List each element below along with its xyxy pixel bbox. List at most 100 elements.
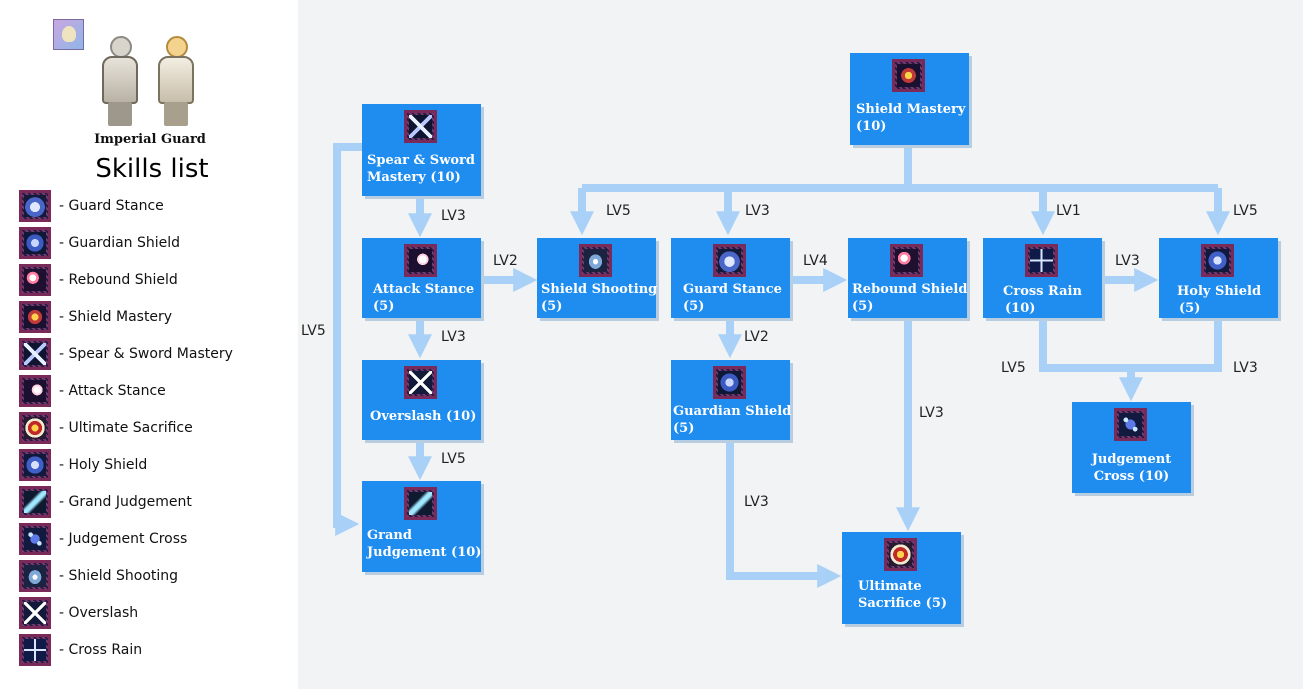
ultimate-sacrifice-icon: [884, 538, 917, 571]
class-emblem-icon: [53, 19, 84, 50]
guard-stance-icon: [713, 244, 746, 277]
connector-mastery-bus: [582, 145, 1218, 192]
level-label: LV3: [441, 329, 466, 345]
rebound-shield-icon: [19, 264, 51, 296]
node-spear-sword-mastery: Spear & Sword Mastery (10): [362, 104, 481, 196]
node-title-line2: Sacrifice (5): [858, 596, 948, 611]
node-title-line2: (5): [1179, 301, 1201, 316]
node-title-line2: Cross (10): [1093, 469, 1170, 484]
level-label: LV5: [441, 451, 466, 467]
overslash-icon: [404, 366, 437, 399]
legend-label: - Rebound Shield: [59, 272, 178, 288]
node-shield-mastery: Shield Mastery (10): [850, 53, 969, 145]
legend-item-rebound-shield: - Rebound Shield: [19, 264, 289, 296]
node-holy-shield: Holy Shield (5): [1159, 238, 1278, 318]
legend-item-shield-mastery: - Shield Mastery: [19, 301, 289, 333]
node-title-line1: Judgement: [1091, 452, 1172, 467]
legend-item-shield-shooting: - Shield Shooting: [19, 560, 289, 592]
ultimate-sacrifice-icon: [19, 412, 51, 444]
holy-shield-icon: [1201, 244, 1234, 277]
legend-label: - Spear & Sword Mastery: [59, 346, 233, 362]
legend-item-holy-shield: - Holy Shield: [19, 449, 289, 481]
shield-shooting-icon: [579, 244, 612, 277]
node-title-line1: Cross Rain: [1003, 284, 1082, 299]
node-attack-stance: Attack Stance (5): [362, 238, 481, 318]
spear-sword-mastery-icon: [19, 338, 51, 370]
level-label: LV5: [606, 203, 631, 219]
node-guard-stance: Guard Stance (5): [671, 238, 790, 318]
cross-rain-icon: [1025, 244, 1058, 277]
grand-judgement-icon: [404, 487, 437, 520]
guardian-shield-icon: [19, 227, 51, 259]
level-label: LV2: [493, 253, 518, 269]
node-title-line1: Overslash (10): [370, 409, 477, 424]
level-label: LV5: [1001, 360, 1026, 376]
level-label: LV1: [1056, 203, 1081, 219]
legend-label: - Shield Mastery: [59, 309, 173, 325]
connector-guardian-ultimate: [726, 440, 842, 588]
shield-shooting-icon: [19, 560, 51, 592]
legend-item-spear-sword-mastery: - Spear & Sword Mastery: [19, 338, 289, 370]
level-label: LV2: [744, 329, 769, 345]
legend-label: - Overslash: [59, 605, 139, 621]
node-title-line1: Rebound Shield: [852, 282, 968, 297]
node-title-line2: (5): [373, 299, 395, 314]
guardian-shield-icon: [713, 366, 746, 399]
legend-label: - Guardian Shield: [59, 235, 181, 251]
rebound-shield-icon: [890, 244, 923, 277]
level-label: LV5: [1233, 203, 1258, 219]
node-ultimate-sacrifice: Ultimate Sacrifice (5): [842, 532, 961, 624]
node-cross-rain: Cross Rain (10): [983, 238, 1102, 318]
legend-label: - Holy Shield: [59, 457, 148, 473]
legend-sidebar: Imperial Guard Skills list - Guard Stanc…: [0, 0, 298, 689]
legend-item-overslash: - Overslash: [19, 597, 289, 629]
node-overslash: Overslash (10): [362, 360, 481, 440]
legend-item-guardian-shield: - Guardian Shield: [19, 227, 289, 259]
node-title-line2: (5): [852, 299, 874, 314]
legend-item-judgement-cross: - Judgement Cross: [19, 523, 289, 555]
node-grand-judgement: Grand Judgement (10): [362, 481, 481, 572]
node-title-line1: Shield Shooting: [541, 282, 658, 297]
node-title-line2: (5): [541, 299, 563, 314]
female-character-sprite: [154, 36, 198, 128]
node-title-line1: Holy Shield: [1177, 284, 1262, 299]
cross-rain-icon: [19, 634, 51, 666]
node-shield-shooting: Shield Shooting (5): [537, 238, 658, 318]
node-title-line1: Ultimate: [858, 579, 922, 594]
node-title-line1: Grand: [367, 528, 412, 543]
level-label: LV3: [441, 208, 466, 224]
node-title-line1: Spear & Sword: [367, 153, 475, 168]
level-label: LV3: [1233, 360, 1258, 376]
level-label: LV3: [1115, 253, 1140, 269]
shield-mastery-icon: [892, 59, 925, 92]
skills-list-title: Skills list: [95, 154, 209, 184]
node-title-line2: Mastery (10): [367, 170, 461, 185]
class-name: Imperial Guard: [94, 132, 206, 147]
node-title-line1: Guard Stance: [683, 282, 782, 297]
node-title-line2: (10): [856, 119, 887, 134]
level-label: LV3: [745, 203, 770, 219]
legend-label: - Attack Stance: [59, 383, 166, 399]
attack-stance-icon: [404, 244, 437, 277]
node-title-line2: Judgement (10): [367, 545, 482, 560]
guard-stance-icon: [19, 190, 51, 222]
node-title-line2: (5): [673, 421, 695, 436]
legend-label: - Shield Shooting: [59, 568, 179, 584]
legend-item-attack-stance: - Attack Stance: [19, 375, 289, 407]
legend-item-ultimate-sacrifice: - Ultimate Sacrifice: [19, 412, 289, 444]
level-label: LV3: [744, 494, 769, 510]
legend-label: - Grand Judgement: [59, 494, 192, 510]
judgement-cross-icon: [19, 523, 51, 555]
level-label: LV5: [301, 323, 326, 339]
level-label: LV3: [919, 405, 944, 421]
male-character-sprite: [98, 36, 142, 128]
spear-sword-mastery-icon: [404, 110, 437, 143]
legend-label: - Judgement Cross: [59, 531, 188, 547]
shield-mastery-icon: [19, 301, 51, 333]
node-guardian-shield: Guardian Shield (5): [671, 360, 791, 440]
holy-shield-icon: [19, 449, 51, 481]
grand-judgement-icon: [19, 486, 51, 518]
node-title-line1: Shield Mastery: [856, 102, 966, 117]
node-title-line2: (10): [1005, 301, 1036, 316]
